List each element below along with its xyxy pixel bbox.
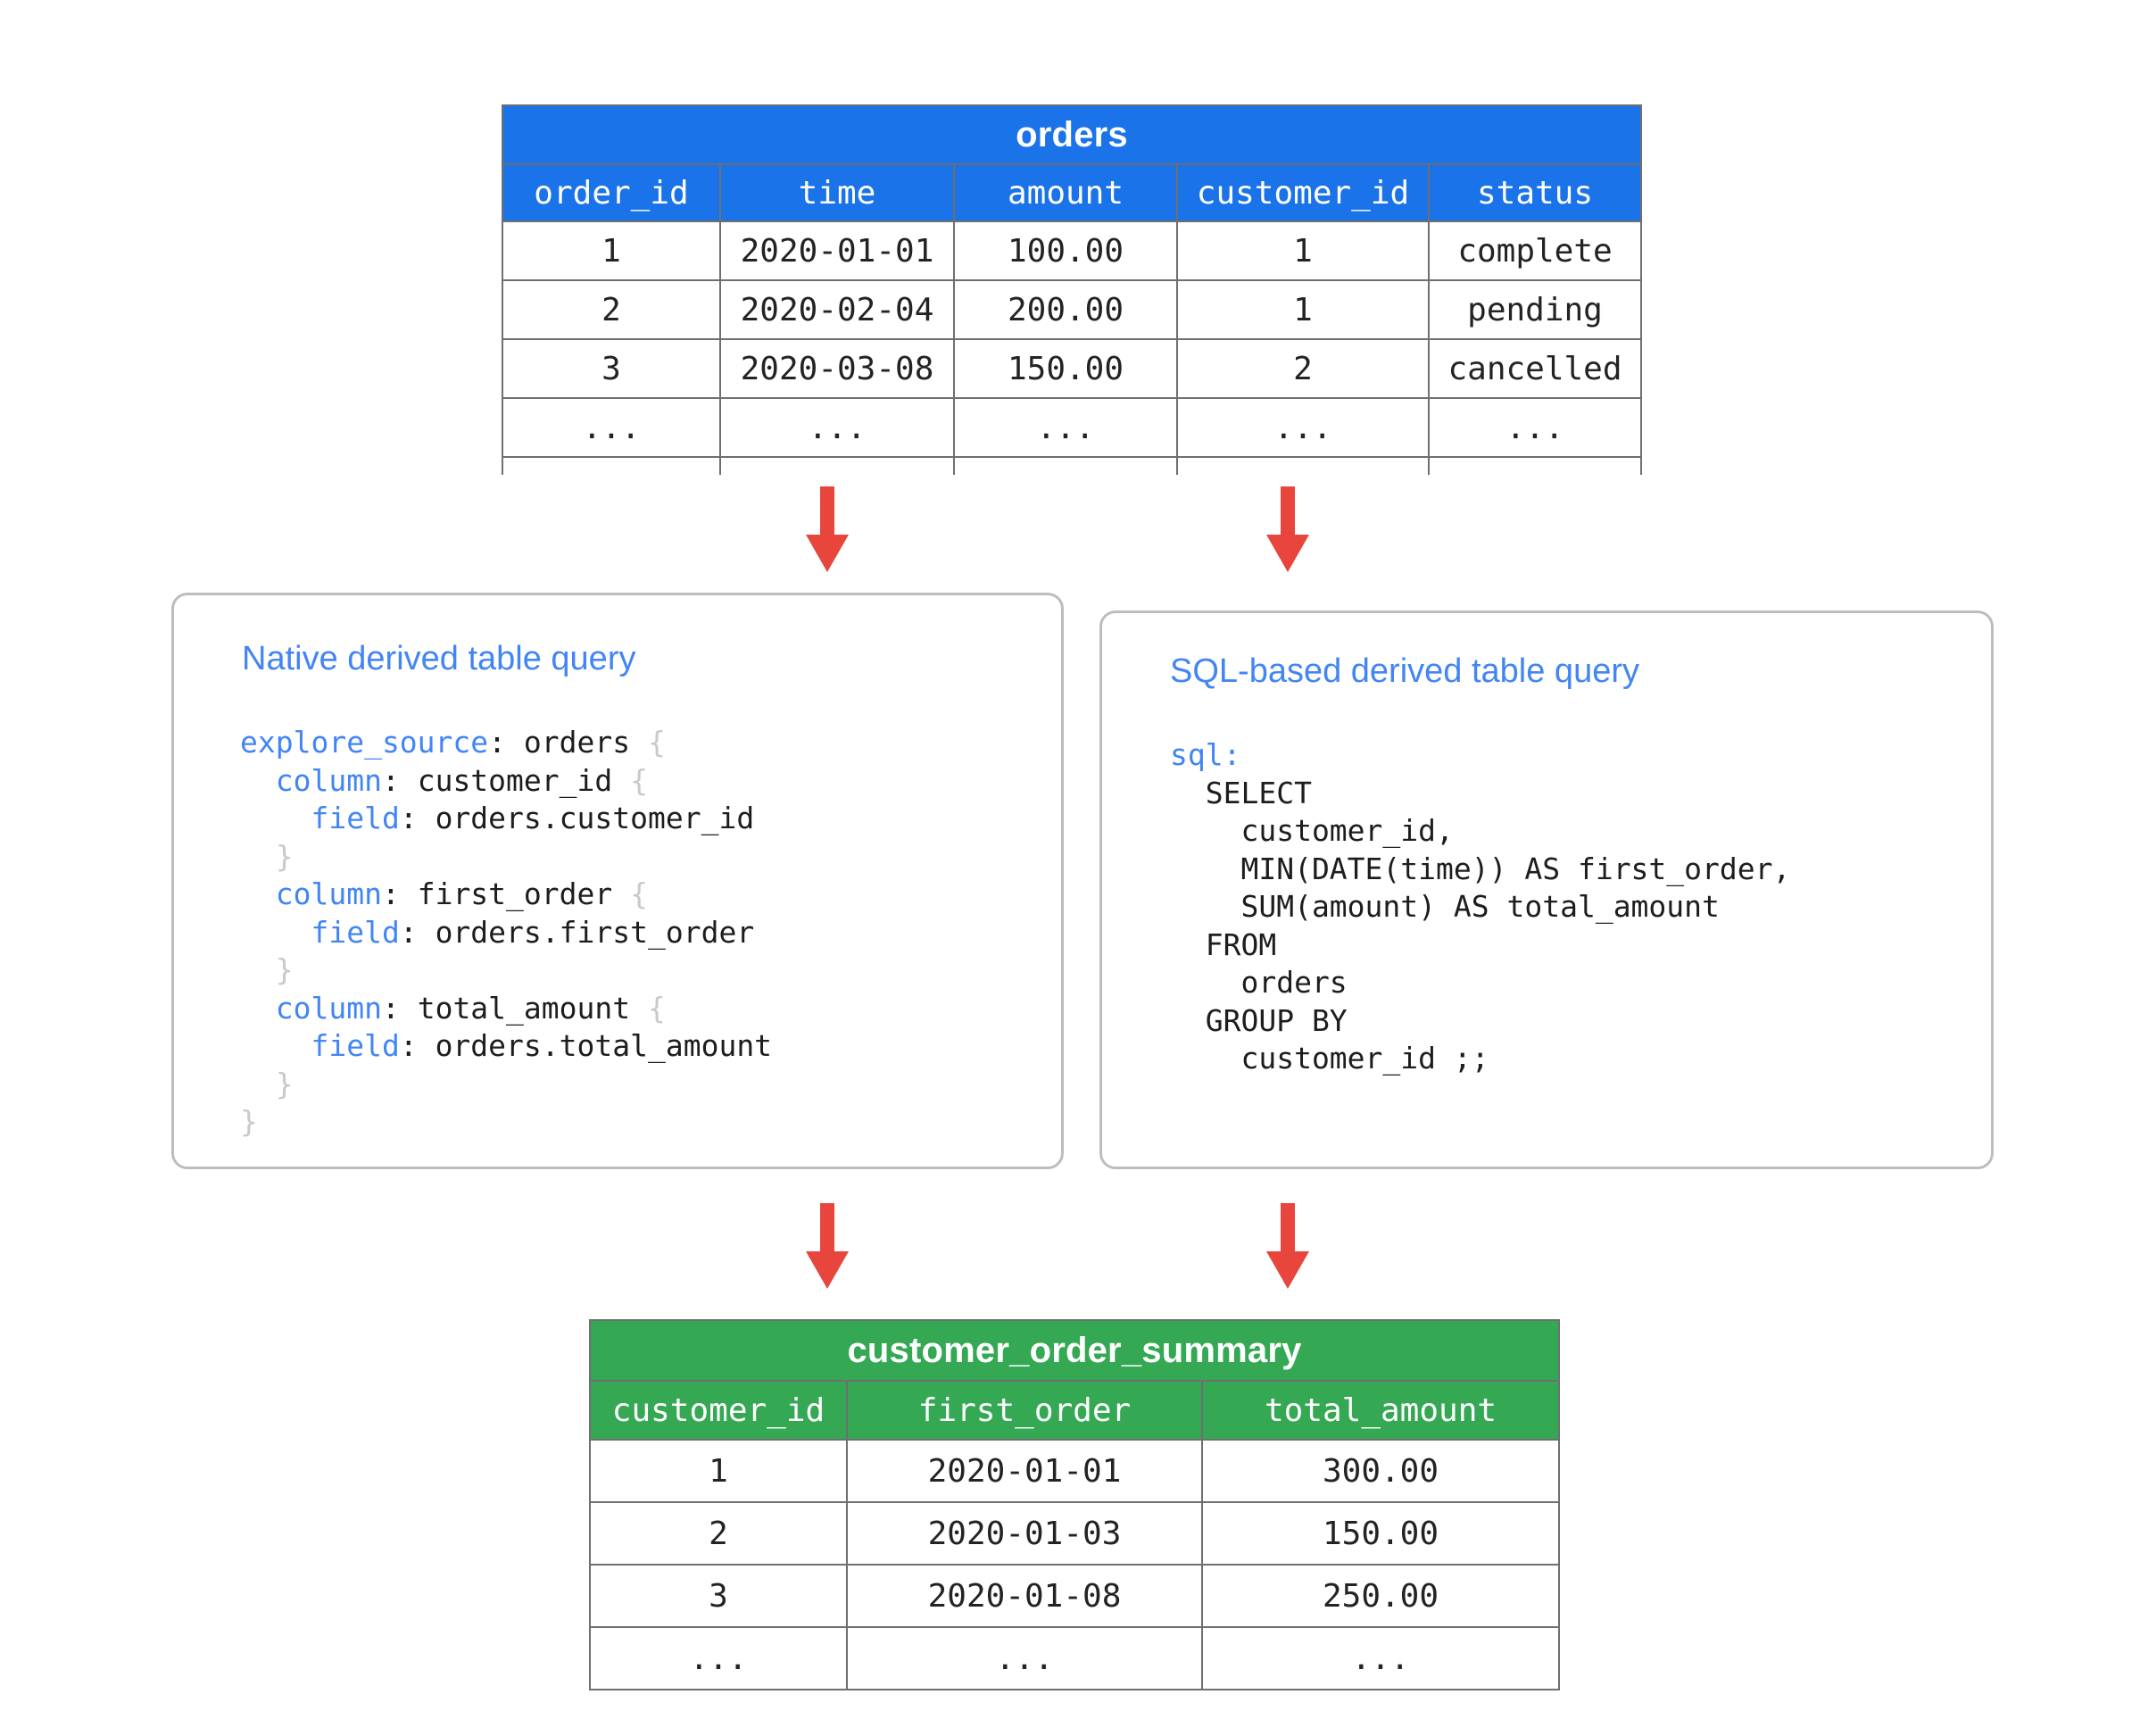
arrow-orders-to-native-query: [806, 486, 849, 572]
code-line: customer_id ;;: [1170, 1041, 1489, 1076]
column-header: order_id: [502, 163, 721, 222]
table-cell: 250.00: [1200, 1564, 1561, 1628]
code-line: field: orders.customer_id: [311, 801, 755, 835]
code-line: }: [240, 1104, 258, 1139]
code-line: GROUP BY: [1170, 1002, 1348, 1038]
table-cell: ...: [1200, 1626, 1561, 1690]
code-line: column: first_order {: [275, 876, 648, 911]
column-header: customer_id: [589, 1380, 848, 1441]
table-cell: [719, 456, 955, 475]
column-header: total_amount: [1200, 1380, 1561, 1441]
table-name: customer_order_summary: [588, 1319, 1561, 1382]
code-line: explore_source: orders {: [240, 725, 666, 760]
table-cell: 200.00: [953, 279, 1178, 340]
table-cell: 150.00: [1200, 1501, 1561, 1566]
table-cell: ...: [1427, 397, 1643, 458]
table-cell: 1: [1176, 220, 1430, 281]
column-header: customer_id: [1176, 163, 1430, 222]
table-cell: 100.00: [953, 220, 1178, 281]
column-header: time: [719, 163, 955, 222]
sql-query-code: sql: SELECT customer_id, MIN(DATE(time))…: [1170, 736, 1790, 1078]
table-row: .........: [589, 1626, 1561, 1690]
code-line: }: [275, 1066, 294, 1101]
column-header: first_order: [846, 1380, 1203, 1441]
table-cell: 2: [1176, 338, 1430, 399]
native-card-title: Native derived table query: [242, 640, 636, 677]
arrow-orders-to-sql-query: [1266, 486, 1309, 572]
table-cell: [502, 456, 721, 475]
code-line: field: orders.first_order: [311, 914, 755, 950]
code-line: FROM: [1170, 926, 1277, 962]
table-cell: 150.00: [953, 338, 1178, 399]
code-line: SELECT: [1170, 775, 1312, 810]
table-cell: 2020-01-08: [846, 1564, 1203, 1628]
sql-card-title: SQL-based derived table query: [1170, 652, 1639, 690]
table-cell: ...: [502, 397, 721, 458]
native-derived-table-card: Native derived table query explore_sourc…: [171, 593, 1064, 1169]
table-cell: 2: [589, 1501, 848, 1566]
table-cell: [1427, 456, 1643, 475]
sql-derived-table-card: SQL-based derived table query sql: SELEC…: [1099, 611, 1994, 1169]
table-cell: ...: [953, 397, 1178, 458]
table-cell: pending: [1427, 279, 1643, 340]
table-title-row: orders: [501, 104, 1643, 165]
code-line: }: [275, 952, 294, 987]
table-cell: [953, 456, 1178, 475]
table-cell: 2020-01-03: [846, 1501, 1203, 1566]
table-cell: 3: [502, 338, 721, 399]
code-line: sql:: [1170, 737, 1241, 772]
table-cell: [1176, 456, 1430, 475]
table-row: ...............: [502, 397, 1643, 458]
table-cell: 2020-03-08: [719, 338, 955, 399]
code-line: column: customer_id {: [275, 762, 648, 798]
code-line: SUM(amount) AS total_amount: [1170, 889, 1720, 924]
code-line: }: [275, 838, 294, 874]
table-cell: 1: [502, 220, 721, 281]
table-cell: 1: [589, 1439, 848, 1503]
table-cell: 2020-01-01: [846, 1439, 1203, 1503]
code-line: orders: [1170, 965, 1348, 1000]
table-title-row: customer_order_summary: [588, 1319, 1561, 1382]
table-cell: 2020-02-04: [719, 279, 955, 340]
table-cell: complete: [1427, 220, 1643, 281]
code-line: customer_id,: [1170, 813, 1454, 848]
table-row-clipped: [502, 456, 1643, 475]
arrow-sql-query-to-summary: [1266, 1203, 1309, 1289]
table-name: orders: [501, 104, 1643, 165]
code-line: MIN(DATE(time)) AS first_order,: [1170, 851, 1791, 886]
table-cell: 2020-01-01: [719, 220, 955, 281]
code-line: column: total_amount {: [275, 990, 666, 1026]
code-line: field: orders.total_amount: [311, 1028, 773, 1063]
arrow-native-query-to-summary: [806, 1203, 849, 1289]
table-cell: ...: [1176, 397, 1430, 458]
table-cell: 3: [589, 1564, 848, 1628]
column-header: amount: [953, 163, 1178, 222]
table-cell: 2: [502, 279, 721, 340]
column-header: status: [1427, 163, 1643, 222]
table-cell: 1: [1176, 279, 1430, 340]
native-query-code: explore_source: orders { column: custome…: [240, 724, 772, 1142]
table-cell: ...: [719, 397, 955, 458]
table-cell: ...: [846, 1626, 1203, 1690]
table-cell: 300.00: [1200, 1439, 1561, 1503]
table-cell: cancelled: [1427, 338, 1643, 399]
table-cell: ...: [589, 1626, 848, 1690]
